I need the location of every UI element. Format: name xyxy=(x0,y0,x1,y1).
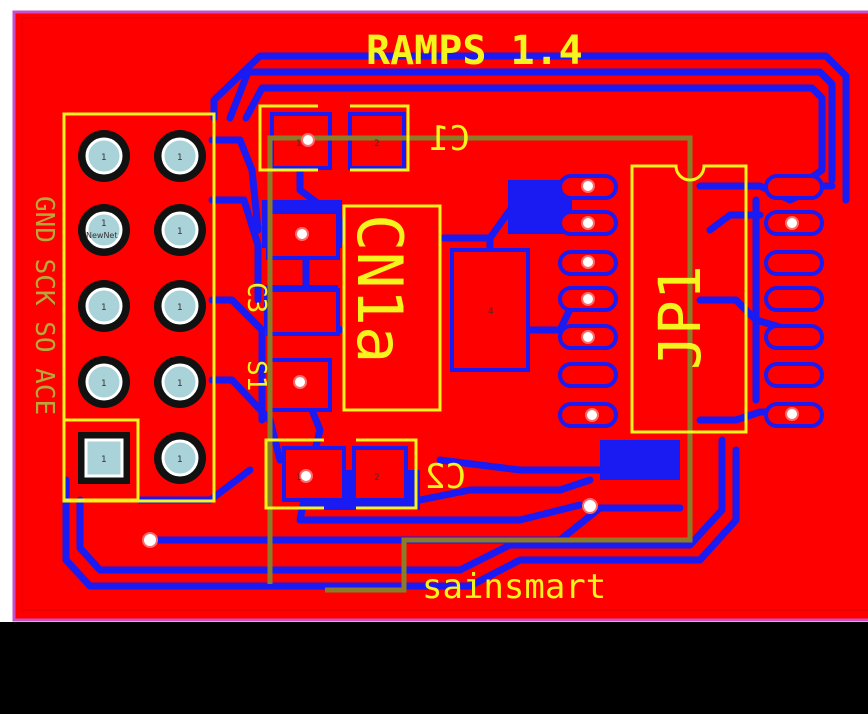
u1-outline xyxy=(342,204,442,412)
via xyxy=(581,292,595,306)
pin-number-label: 1 xyxy=(101,455,107,465)
header-pins xyxy=(78,130,206,484)
board-title: RAMPS 1.4 xyxy=(366,28,583,74)
c2-pad-1 xyxy=(282,446,346,502)
jp1-pad-right xyxy=(764,362,824,388)
header-pin1 xyxy=(84,438,124,478)
via xyxy=(785,407,799,421)
jp1-pad-right xyxy=(764,250,824,276)
c2-pad-2 xyxy=(352,446,408,502)
c1-outline-right xyxy=(350,104,410,172)
pin-number-label: 1 xyxy=(177,455,183,465)
via xyxy=(581,255,595,269)
c2-pad2-number: 2 xyxy=(374,473,380,483)
via xyxy=(581,330,595,344)
brand-label: sainsmart xyxy=(422,567,606,607)
via xyxy=(293,375,307,389)
c1-label: C1 xyxy=(429,119,470,159)
copper-block xyxy=(600,440,680,480)
header-pin1-outline xyxy=(62,418,140,502)
pin-number-label: 1 xyxy=(101,379,107,389)
header-pin xyxy=(161,363,199,401)
c3-label: C3 xyxy=(241,282,271,313)
header-pin xyxy=(85,211,123,249)
header-pin xyxy=(161,287,199,325)
via xyxy=(581,179,595,193)
jp1-pad-right xyxy=(764,286,824,312)
header-pin xyxy=(85,287,123,325)
via xyxy=(582,498,598,514)
pad-numbers: 1 2 4 1 2 xyxy=(296,139,494,483)
via xyxy=(142,532,158,548)
header-side-label: GND SCK SO ACE xyxy=(29,196,59,415)
u1-thermal-pad xyxy=(450,248,530,372)
via xyxy=(295,227,309,241)
pin-number-label: 1 xyxy=(177,379,183,389)
bottom-black-bar xyxy=(0,622,868,714)
pin-number-label: 1 xyxy=(101,219,107,229)
jp1-outline xyxy=(630,164,748,434)
header-pin xyxy=(161,211,199,249)
c3-pad-2 xyxy=(266,288,340,336)
u1-label: CN1a xyxy=(343,214,416,363)
via xyxy=(585,408,599,422)
c2-pad1-number: 1 xyxy=(296,473,302,483)
c1-pad1-number: 1 xyxy=(296,139,302,149)
c2-outline-right xyxy=(356,438,418,510)
vias xyxy=(142,133,799,548)
jp1-pad-right xyxy=(764,174,824,200)
pin-number-label: 1 xyxy=(177,153,183,163)
pin-net-label: NewNet xyxy=(86,231,118,240)
header-pin xyxy=(85,137,123,175)
via xyxy=(785,216,799,230)
c2-outline-left xyxy=(264,438,324,510)
u1-pad-number: 4 xyxy=(488,307,494,317)
via xyxy=(581,216,595,230)
header-pin xyxy=(161,137,199,175)
c1-outline-left xyxy=(258,104,318,172)
header-pin-labels: 1 1 1 NewNet 1 1 1 1 1 1 1 xyxy=(86,153,183,465)
pin-number-label: 1 xyxy=(177,227,183,237)
pin-number-label: 1 xyxy=(101,303,107,313)
silkscreen-outlines xyxy=(62,104,748,510)
pin-number-label: 1 xyxy=(101,153,107,163)
c1-pad2-number: 2 xyxy=(374,139,380,149)
jp1-label: JP1 xyxy=(646,265,714,370)
via xyxy=(301,133,315,147)
s1-label: S1 xyxy=(241,360,271,391)
via xyxy=(299,469,313,483)
jp1-pad-right xyxy=(764,324,824,350)
header-pin xyxy=(85,363,123,401)
jp1-pad-left xyxy=(558,362,618,388)
c2-label: C2 xyxy=(425,457,466,497)
pin-number-label: 1 xyxy=(177,303,183,313)
assembly-outlines xyxy=(267,135,693,593)
c1-pad-2 xyxy=(348,112,406,170)
header-pin xyxy=(161,439,199,477)
